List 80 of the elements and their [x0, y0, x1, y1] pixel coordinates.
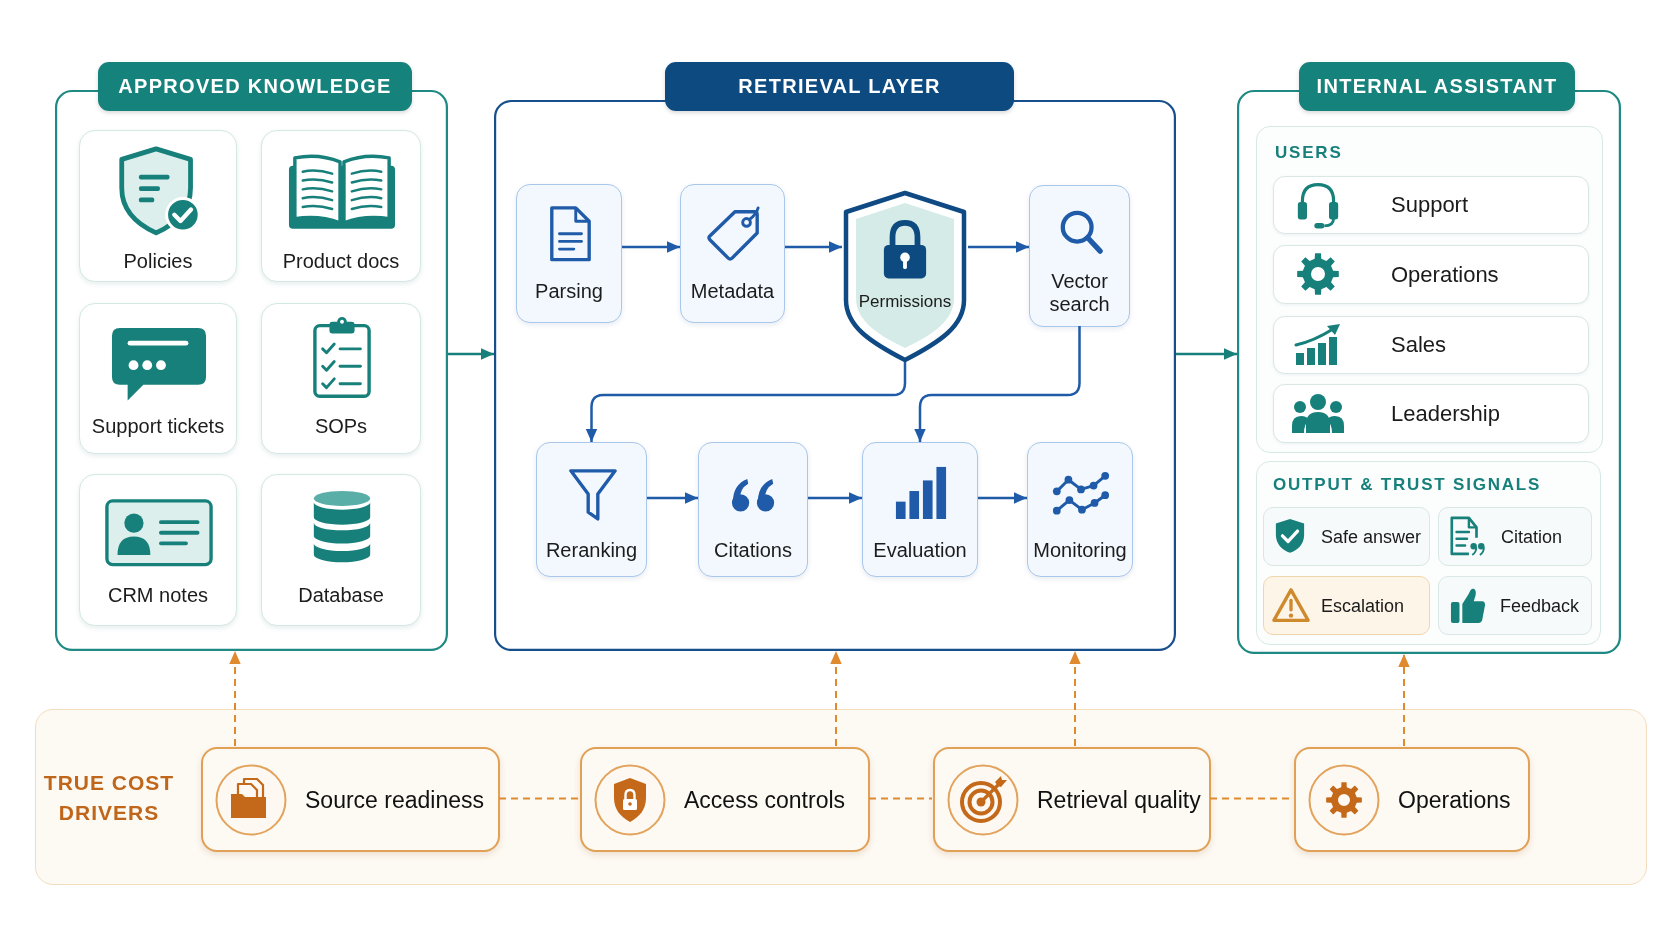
user-label: Operations	[1391, 261, 1499, 288]
dashed-arrow	[1069, 650, 1081, 747]
card-label: Policies	[123, 249, 193, 273]
card-label: Support tickets	[91, 414, 225, 438]
signal-card	[1438, 576, 1592, 635]
step-card	[516, 184, 622, 323]
group-title: USERS	[1275, 143, 1343, 163]
arrow	[808, 492, 862, 504]
step-card	[698, 442, 808, 577]
cost-band	[35, 709, 1647, 885]
arrow	[647, 492, 698, 504]
dashed-line	[498, 797, 580, 800]
shield-step	[842, 190, 968, 363]
step-label: Reranking	[545, 538, 638, 562]
section-title: INTERNAL ASSISTANT	[1299, 62, 1575, 111]
band-title: TRUE COST DRIVERS	[42, 769, 176, 826]
driver-label: Source readiness	[305, 786, 484, 813]
group-panel	[1256, 461, 1601, 645]
signal-card	[1263, 576, 1430, 635]
step-label: Metadata	[690, 279, 775, 303]
arrow	[914, 326, 1081, 442]
card-label: CRM notes	[108, 583, 208, 607]
user-label: Leadership	[1391, 400, 1500, 427]
user-card	[1273, 316, 1589, 374]
source-card	[261, 130, 421, 282]
arrow	[448, 348, 494, 360]
user-card	[1273, 245, 1589, 304]
section-panel	[1237, 62, 1621, 654]
source-card	[261, 303, 421, 454]
driver-card	[1294, 747, 1530, 852]
step-card	[862, 442, 978, 577]
step-card	[536, 442, 647, 577]
dashed-arrow	[1398, 653, 1410, 747]
card-label: Database	[298, 583, 384, 607]
driver-card	[580, 747, 870, 852]
signal-label: Escalation	[1321, 595, 1405, 616]
section-title: RETRIEVAL LAYER	[665, 62, 1014, 111]
signal-card	[1263, 507, 1430, 566]
driver-card	[201, 747, 500, 852]
step-label: Permissions	[858, 292, 952, 312]
step-label: Citations	[714, 538, 792, 562]
driver-card	[933, 747, 1211, 852]
user-label: Sales	[1391, 332, 1447, 358]
driver-label: Operations	[1398, 786, 1511, 813]
user-label: Support	[1391, 192, 1469, 218]
arrow	[978, 492, 1027, 504]
group-title: OUTPUT & TRUST SIGNALS	[1273, 475, 1542, 495]
step-card	[1027, 442, 1133, 577]
group-panel	[1256, 126, 1603, 453]
signal-card	[1438, 507, 1592, 566]
driver-label: Retrieval quality	[1037, 786, 1201, 813]
arrow	[622, 241, 680, 253]
source-card	[79, 474, 237, 626]
source-card	[261, 474, 421, 626]
signal-label: Safe answer	[1321, 526, 1422, 547]
user-card	[1273, 384, 1589, 443]
section-title: APPROVED KNOWLEDGE	[98, 62, 412, 111]
dashed-arrow	[229, 650, 241, 747]
arrow	[968, 241, 1029, 253]
card-label: SOPs	[314, 414, 368, 438]
arrow	[1176, 348, 1237, 360]
source-card	[79, 303, 237, 454]
section-panel	[55, 62, 448, 651]
signal-label: Citation	[1501, 526, 1563, 547]
signal-label: Feedback	[1500, 595, 1580, 616]
driver-label: Access controls	[684, 786, 846, 813]
step-label: Parsing	[535, 279, 603, 303]
card-label: Product docs	[282, 249, 400, 273]
step-label: Monitoring	[1033, 538, 1127, 562]
arrow	[585, 362, 907, 442]
step-label: Vector search	[1048, 270, 1111, 316]
section-panel	[494, 62, 1176, 651]
step-label: Evaluation	[873, 538, 967, 562]
dashed-arrow	[830, 650, 842, 747]
arrow	[785, 241, 842, 253]
step-card	[680, 184, 785, 323]
step-card	[1029, 185, 1130, 327]
user-card	[1273, 176, 1589, 234]
dashed-line	[868, 797, 933, 800]
source-card	[79, 130, 237, 282]
